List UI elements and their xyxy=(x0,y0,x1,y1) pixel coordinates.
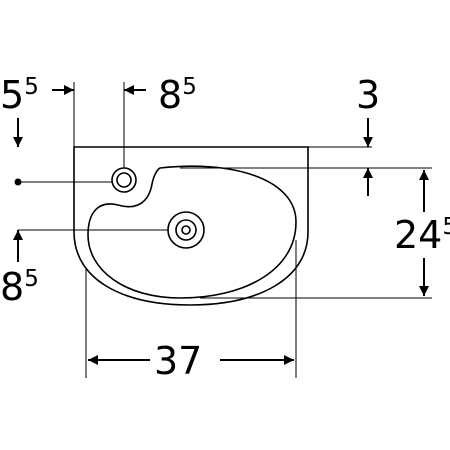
side-offset-label: 85 xyxy=(0,265,39,309)
left-offset-label: 55 xyxy=(0,73,39,117)
height-label: 245 xyxy=(394,213,450,257)
basin-width-label: 37 xyxy=(154,339,202,383)
height-label-bg xyxy=(394,212,450,258)
top-offset-label: 3 xyxy=(356,73,380,117)
width-label-bg xyxy=(150,340,220,380)
dimension-arrows xyxy=(13,85,429,365)
drain-outlet xyxy=(167,211,205,249)
extension-lines xyxy=(18,82,432,378)
tap-offset-label: 85 xyxy=(158,73,197,117)
axis-dot xyxy=(14,178,22,186)
tap-hole xyxy=(111,167,137,193)
basin-outer-contour xyxy=(73,146,309,306)
basin-inner-bowl xyxy=(87,165,297,299)
basin-outline xyxy=(73,146,309,306)
